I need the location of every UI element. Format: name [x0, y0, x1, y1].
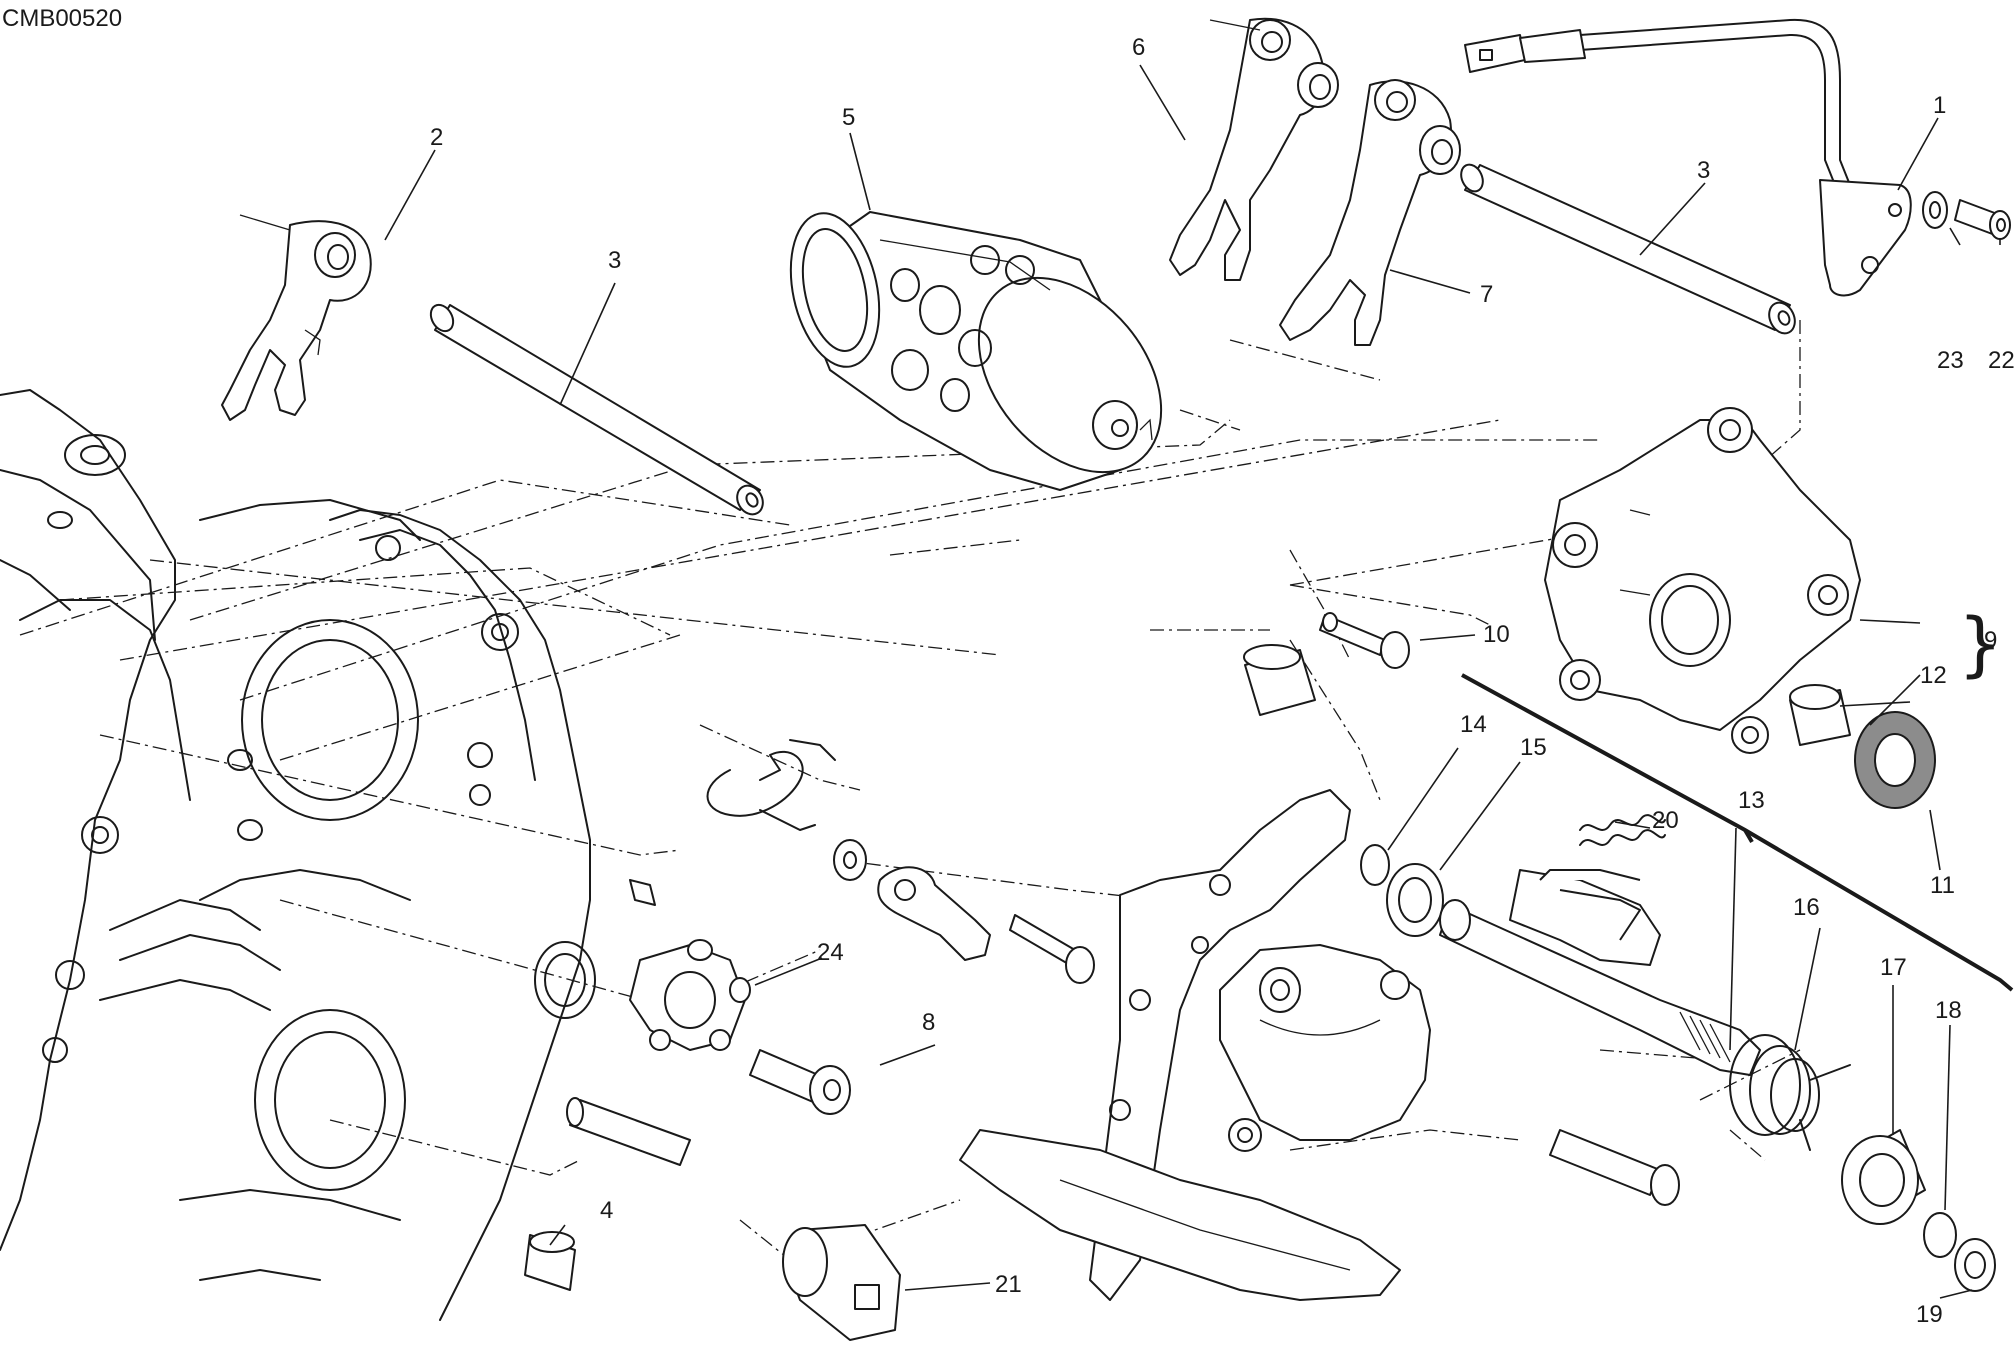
- callout-labels: 1 2 3 3 4 5 6 7 8 9 10 11 12 13 14 15 16…: [430, 34, 2015, 1328]
- shift-rod-3-left: [429, 303, 764, 516]
- callout-12: 12: [1920, 662, 1947, 689]
- bushing-upper: [1243, 644, 1316, 716]
- callout-10: 10: [1483, 621, 1510, 648]
- shift-shaft-13: [1439, 869, 1761, 1076]
- group-bracket-13: [1461, 673, 2014, 992]
- detent-star-24: [629, 939, 751, 1051]
- callout-3-left: 3: [608, 247, 621, 274]
- pump-housing: [1219, 944, 1431, 1152]
- spring-20: [1579, 814, 1666, 846]
- bolt-lower: [1549, 1129, 1680, 1206]
- crankcase-half: [0, 389, 596, 1321]
- washer-19: [1954, 1238, 1996, 1292]
- callout-18: 18: [1935, 997, 1962, 1024]
- shift-drum-5: [789, 211, 1163, 491]
- circlip-14: [1360, 844, 1390, 886]
- shift-fork-2: [221, 214, 372, 421]
- callout-5: 5: [842, 104, 855, 131]
- assembly-dash-lines: [19, 320, 1801, 1261]
- shift-fork-7: [1279, 79, 1461, 346]
- shift-rod-3-right: [1460, 163, 1796, 335]
- callout-4: 4: [600, 1197, 613, 1224]
- bushing-15: [1386, 863, 1444, 937]
- callout-23: 23: [1937, 347, 1964, 374]
- bushing-17: [1841, 1129, 1926, 1225]
- callout-6: 6: [1132, 34, 1145, 61]
- callout-2: 2: [430, 124, 443, 151]
- dowel-pin: [566, 1097, 691, 1166]
- oil-seal-11: [1854, 711, 1936, 809]
- callout-22: 22: [1988, 347, 2015, 374]
- callout-17: 17: [1880, 954, 1907, 981]
- gear-sensor-1: [1464, 18, 1912, 297]
- callout-19: 19: [1916, 1301, 1943, 1328]
- callout-21: 21: [995, 1271, 1022, 1298]
- leader-lines: [384, 64, 2001, 1299]
- screw-22: [1954, 199, 2011, 240]
- torsion-spring-16: [1729, 1034, 1851, 1151]
- callout-9: 9: [1984, 627, 1997, 654]
- callout-16: 16: [1793, 894, 1820, 921]
- bushing-4: [524, 1231, 576, 1291]
- callout-15: 15: [1520, 734, 1547, 761]
- callout-11: 11: [1930, 872, 1955, 899]
- drawing-code: CMB00520: [2, 5, 122, 32]
- circlip-18: [1923, 1212, 1957, 1258]
- cover-9: [1544, 407, 1861, 754]
- sensor-plug-21: [782, 1224, 901, 1341]
- callout-8: 8: [922, 1009, 935, 1036]
- callout-13: 13: [1738, 787, 1765, 814]
- mounting-bracket: [959, 789, 1401, 1301]
- callout-3-right: 3: [1697, 157, 1710, 184]
- brace-9: }: [1958, 603, 2003, 685]
- spring-lever-assembly: [629, 739, 1095, 984]
- shift-fork-6: [1169, 17, 1339, 281]
- callout-24: 24: [817, 939, 844, 966]
- bushing-12: [1789, 684, 1851, 746]
- callout-1: 1: [1933, 92, 1946, 119]
- callout-20: 20: [1652, 807, 1679, 834]
- bolt-10: [1319, 612, 1410, 669]
- screw-8: [749, 1049, 851, 1115]
- callout-7: 7: [1480, 281, 1493, 308]
- washer-23: [1922, 191, 1948, 229]
- callout-14: 14: [1460, 711, 1487, 738]
